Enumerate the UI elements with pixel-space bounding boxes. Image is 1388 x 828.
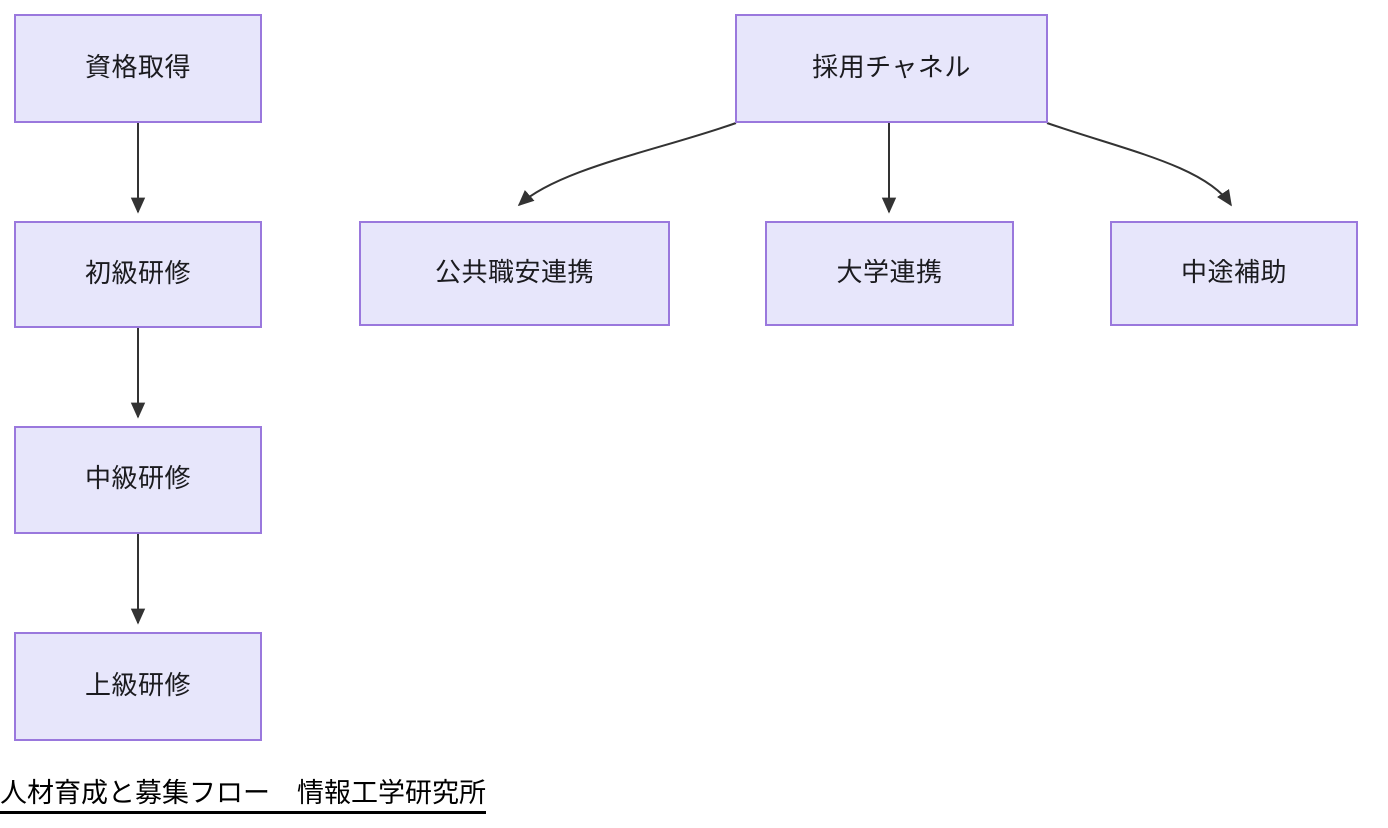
node-label: 上級研修 bbox=[84, 670, 191, 701]
edge-channel-to-chuuto bbox=[1046, 122, 1232, 207]
node-chuuto-hojo[interactable]: 中途補助 bbox=[1110, 221, 1358, 326]
node-daigaku-renkei[interactable]: 大学連携 bbox=[765, 221, 1014, 326]
diagram-caption: 人材育成と募集フロー 情報工学研究所 bbox=[0, 778, 486, 815]
node-shikaku-shutoku[interactable]: 資格取得 bbox=[14, 14, 262, 123]
node-label: 公共職安連携 bbox=[434, 257, 594, 288]
node-chukyu-kenshu[interactable]: 中級研修 bbox=[14, 426, 262, 534]
node-label: 初級研修 bbox=[84, 258, 191, 289]
node-jokyu-kenshu[interactable]: 上級研修 bbox=[14, 632, 262, 741]
edge-channel-to-koukyou bbox=[517, 122, 737, 207]
node-label: 資格取得 bbox=[84, 52, 191, 83]
node-label: 採用チャネル bbox=[812, 52, 971, 83]
node-label: 中級研修 bbox=[84, 464, 191, 495]
node-koukyoushokuan-renkei[interactable]: 公共職安連携 bbox=[359, 221, 670, 326]
node-saiyo-channel[interactable]: 採用チャネル bbox=[735, 14, 1048, 123]
node-shokyu-kenshu[interactable]: 初級研修 bbox=[14, 221, 262, 328]
node-label: 大学連携 bbox=[836, 257, 943, 288]
node-label: 中途補助 bbox=[1180, 257, 1287, 288]
